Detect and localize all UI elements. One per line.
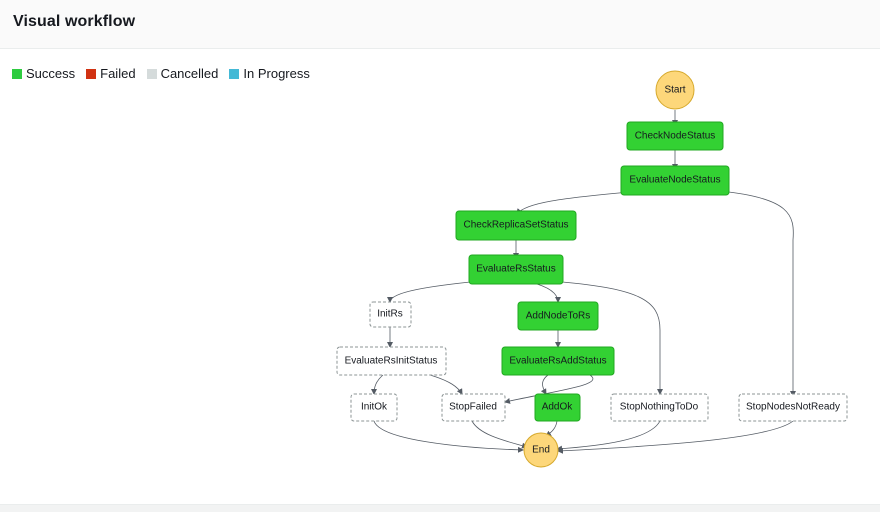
node-stopnothingtodo-label: StopNothingToDo bbox=[620, 402, 699, 413]
node-evaluatersaddstatus-label: EvaluateRsAddStatus bbox=[509, 356, 606, 367]
edge-stopfailed-end bbox=[471, 420, 528, 449]
node-addnodetors-label: AddNodeToRs bbox=[526, 311, 590, 322]
node-stopnodesnotready[interactable]: StopNodesNotReady bbox=[738, 393, 848, 422]
edge-stopnodesnotready-end bbox=[557, 420, 794, 454]
edge-initok-end bbox=[373, 420, 524, 453]
edge-evaluatenodestatus-stopnodesnotready bbox=[719, 190, 796, 397]
node-evaluatenodestatus-label: EvaluateNodeStatus bbox=[629, 175, 720, 186]
node-initok[interactable]: InitOk bbox=[350, 393, 398, 422]
node-addnodetors[interactable]: AddNodeToRs bbox=[517, 301, 599, 331]
legend-label-success: Success bbox=[26, 66, 76, 81]
legend-swatch-failed bbox=[86, 68, 97, 79]
node-initrs[interactable]: InitRs bbox=[369, 301, 412, 328]
node-evaluatersinitstatus[interactable]: EvaluateRsInitStatus bbox=[336, 346, 447, 376]
workflow-edges bbox=[371, 110, 796, 454]
edge-stopnothingtodo-end bbox=[556, 420, 661, 452]
legend-item-failed: Failed bbox=[86, 66, 136, 81]
edge-addok-end bbox=[545, 420, 558, 437]
node-end[interactable]: End bbox=[523, 432, 559, 468]
header-bar: Visual workflow bbox=[0, 0, 880, 49]
node-checkreplicasetstatus[interactable]: CheckReplicaSetStatus bbox=[455, 210, 577, 241]
edge-evaluatersstatus-stopnothingtodo bbox=[549, 280, 663, 395]
node-addok[interactable]: AddOk bbox=[534, 393, 581, 422]
node-checknodestatus[interactable]: CheckNodeStatus bbox=[626, 121, 724, 151]
node-evaluatenodestatus[interactable]: EvaluateNodeStatus bbox=[620, 165, 730, 196]
legend-swatch-success bbox=[12, 68, 22, 79]
legend-label-in-progress: In Progress bbox=[243, 66, 310, 81]
node-checknodestatus-label: CheckNodeStatus bbox=[635, 131, 716, 142]
node-checkreplicasetstatus-label: CheckReplicaSetStatus bbox=[463, 220, 568, 231]
edge-evaluatersaddstatus-addok bbox=[540, 374, 549, 395]
legend-label-failed: Failed bbox=[100, 66, 136, 81]
legend-label-cancelled: Cancelled bbox=[160, 66, 219, 81]
node-initrs-label: InitRs bbox=[377, 309, 403, 320]
footer-bar bbox=[0, 504, 880, 512]
edge-evaluatersinitstatus-stopfailed bbox=[429, 374, 463, 395]
workflow-nodes[interactable]: Start CheckNodeStatus EvaluateNodeStatus… bbox=[336, 70, 848, 468]
node-evaluatersinitstatus-label: EvaluateRsInitStatus bbox=[345, 356, 438, 367]
node-initok-label: InitOk bbox=[361, 402, 388, 413]
legend-swatch-cancelled bbox=[146, 68, 157, 79]
edge-evaluatersaddstatus-stopfailed bbox=[504, 374, 594, 404]
node-addok-label: AddOk bbox=[542, 402, 574, 413]
node-stopnothingtodo[interactable]: StopNothingToDo bbox=[610, 393, 709, 422]
legend-item-in-progress: In Progress bbox=[229, 66, 310, 81]
legend-swatch-in-progress bbox=[229, 68, 240, 79]
node-start-label: Start bbox=[664, 85, 685, 96]
node-stopnodesnotready-label: StopNodesNotReady bbox=[746, 402, 840, 413]
node-evaluatersstatus[interactable]: EvaluateRsStatus bbox=[468, 254, 564, 285]
node-stopfailed-label: StopFailed bbox=[449, 402, 497, 413]
node-end-label: End bbox=[532, 445, 550, 456]
edge-evaluatersstatus-addnodetors bbox=[529, 281, 561, 303]
node-start[interactable]: Start bbox=[655, 70, 695, 110]
node-evaluatersstatus-label: EvaluateRsStatus bbox=[476, 264, 556, 275]
edge-evaluatersstatus-initrs bbox=[387, 280, 481, 303]
node-evaluatersaddstatus[interactable]: EvaluateRsAddStatus bbox=[501, 346, 615, 376]
node-stopfailed[interactable]: StopFailed bbox=[441, 393, 506, 422]
legend-item-success: Success bbox=[12, 66, 75, 81]
edge-evaluatersinitstatus-initok bbox=[371, 374, 384, 395]
legend: Success Failed Cancelled In Progress bbox=[12, 66, 321, 81]
page-title: Visual workflow bbox=[13, 13, 136, 30]
legend-item-cancelled: Cancelled bbox=[146, 66, 219, 81]
